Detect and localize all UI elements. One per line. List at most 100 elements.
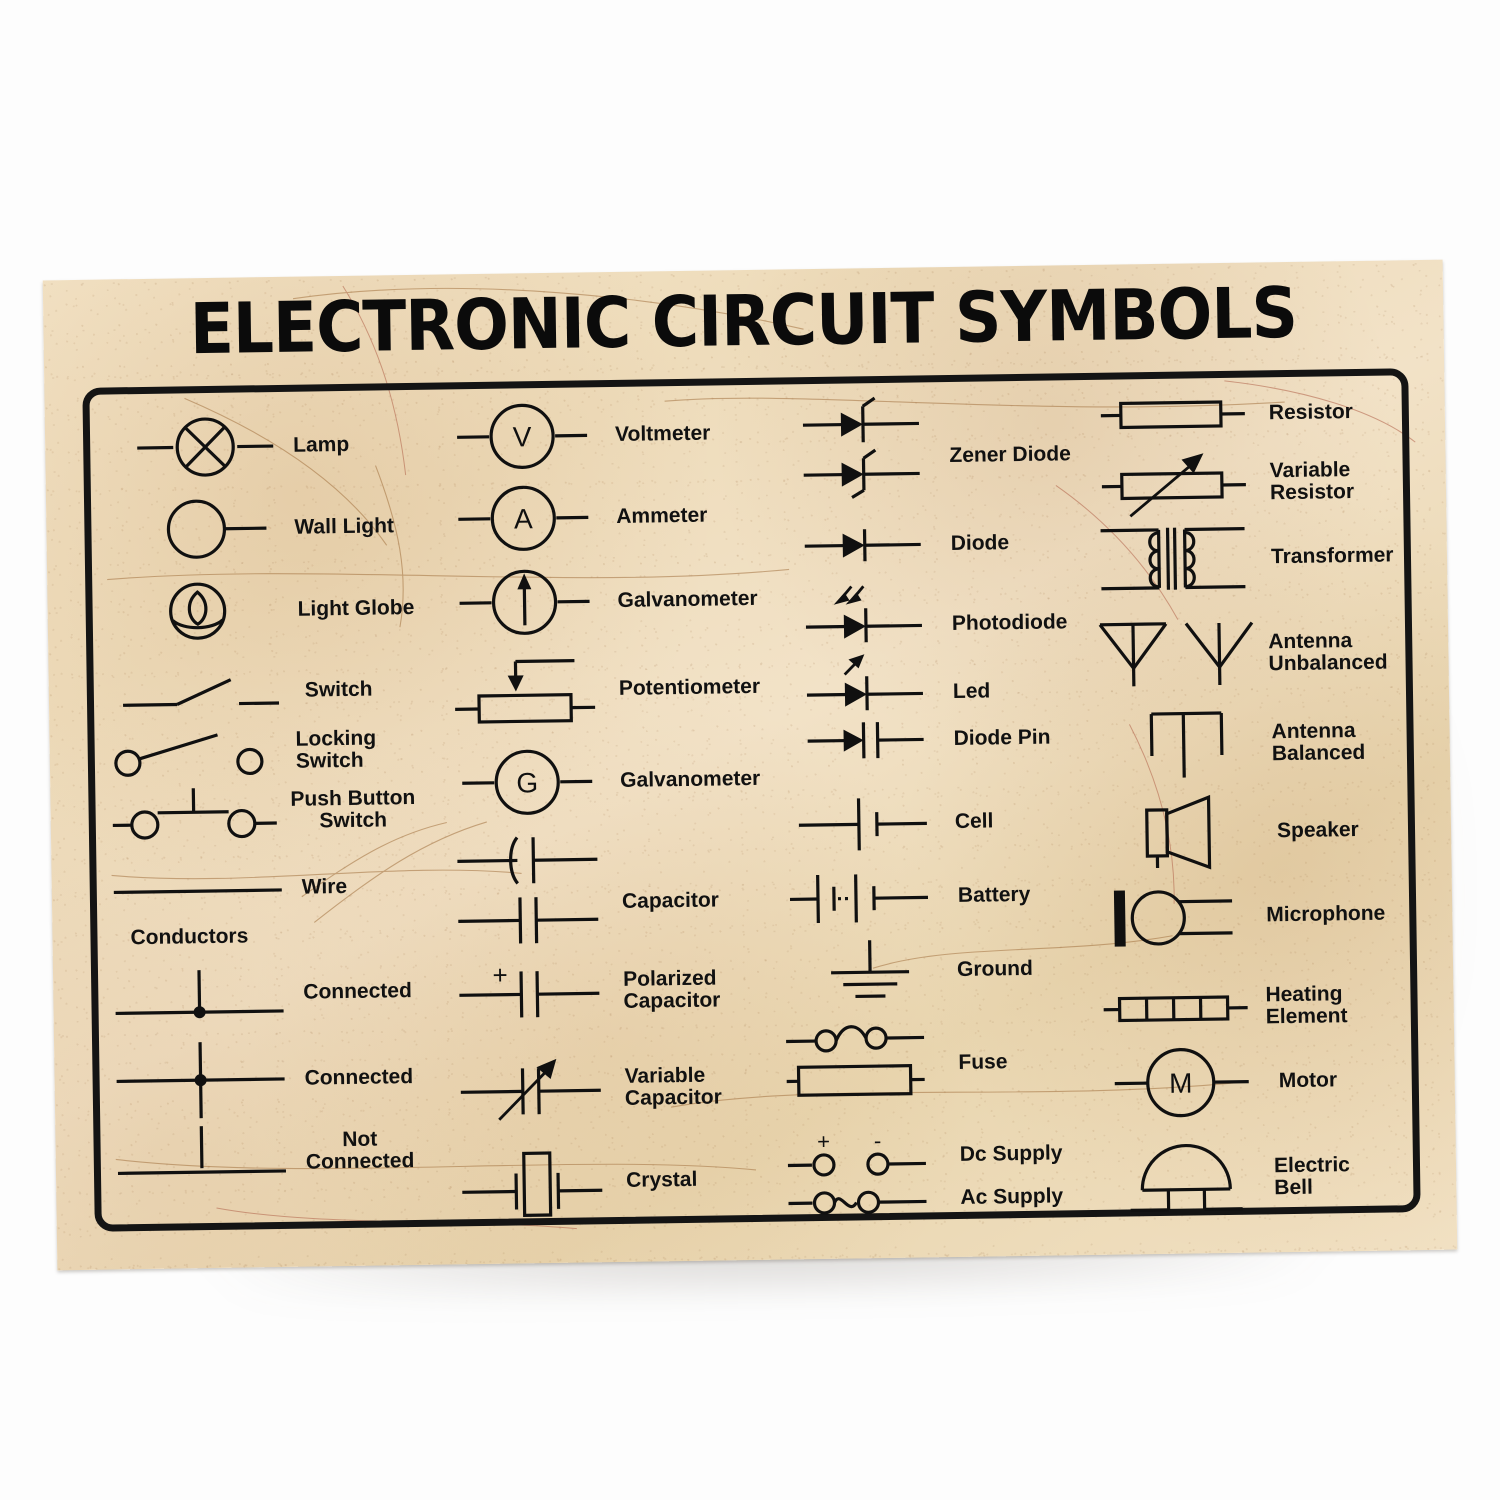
symbol-label: Ground [956,956,1034,981]
symbol-label: Push Button Switch [290,785,416,833]
symbol-label: Microphone [1266,901,1386,927]
symbol-label: Variable Resistor [1269,457,1355,505]
symbol-entry-cell: Cell [796,792,994,853]
svg-text:+: + [817,1129,830,1154]
voltmeter-icon: V [455,402,590,470]
symbol-label: Voltmeter [614,421,711,446]
symbol-label: Zener Diode [949,441,1071,467]
symbol-label: Motor [1278,1068,1338,1092]
svg-text:+: + [492,960,508,990]
symbol-label: Ammeter [616,503,708,528]
symbol-label: Photodiode [951,610,1068,635]
diode-pin-icon [805,717,926,763]
symbol-entry-antenna-balanced: Antenna Balanced [1125,705,1365,783]
symbol-label: Heating Element [1265,982,1348,1029]
photodiode-icon [803,583,924,647]
variable-capacitor-icon [458,1052,603,1126]
symbol-entry-capacitor-flat: Capacitor [456,888,720,948]
symbol-entry-motor: M Motor [1112,1045,1337,1118]
symbol-label: Battery [957,882,1031,907]
symbol-label: Antenna Balanced [1271,718,1366,766]
symbol-label: Connected [304,1064,414,1090]
symbol-entry-not-connected: Not Connected [115,1119,415,1186]
symbol-entry-voltmeter: V Voltmeter [455,401,711,471]
lamp-icon [135,415,276,479]
column-lamps-switches-conductors: Lamp Wall Light [104,383,446,1232]
microphone-icon [1110,885,1241,949]
symbol-entry-microphone: Microphone [1110,883,1386,949]
connected-cross-icon [114,1039,287,1122]
symbol-entry-connected-tee: Connected [113,961,412,1025]
potentiometer-icon [452,652,597,728]
fuse-box-icon [784,1055,927,1103]
symbol-entry-variable-capacitor: Variable Capacitor [458,1050,722,1126]
light-globe-icon [145,579,266,643]
symbol-label: Ac Supply [960,1184,1064,1209]
symbol-label: Wall Light [294,514,395,539]
circuit-symbols-poster: ELECTRONIC CIRCUIT SYMBOLS Lamp [42,259,1458,1271]
symbol-entry-push-button-switch: Push Button Switch [110,781,416,842]
column-passive-transducers: Resistor Variable Resistor [1084,368,1426,1217]
symbol-entry-electric-bell: Electric Bell [1128,1139,1351,1216]
crystal-icon [460,1146,605,1218]
variable-resistor-icon [1099,447,1248,521]
symbol-entry-locking-switch: Locking Switch [109,725,440,778]
symbol-label: Not Connected [305,1127,415,1174]
symbol-entry-light-globe: Light Globe [145,577,415,643]
connected-tee-icon [113,963,286,1026]
ac-supply-icon [786,1181,928,1217]
speaker-icon [1137,794,1246,871]
antenna-unbalanced-icon [1094,619,1254,691]
symbol-entry-lamp: Lamp [135,414,350,479]
symbol-label: Crystal [625,1167,698,1192]
column-diodes-supplies: Zener Diode Diode [774,373,1106,1222]
symbol-entry-connected-cross: Connected [114,1037,414,1121]
symbol-entry-transformer: Transformer [1096,520,1394,594]
svg-text:-: - [874,1128,882,1153]
symbol-label: Fuse [958,1049,1008,1074]
ammeter-icon: A [456,484,591,552]
symbol-label: Galvanometer [617,586,758,612]
resistor-icon [1099,393,1248,437]
wire-icon [112,878,284,901]
symbol-label: Potentiometer [618,674,761,700]
symbol-label: Capacitor [621,888,720,913]
symbol-label: Switch [304,677,373,702]
motor-icon: M [1112,1047,1253,1119]
cell-icon [796,793,929,853]
symbol-label: Polarized Capacitor [622,966,721,1013]
svg-text:M: M [1169,1067,1193,1098]
symbol-entry-battery: Battery [788,864,1031,930]
symbol-label: Antenna Unbalanced [1268,628,1388,676]
galvanometer-arrow-icon [457,566,592,638]
svg-text:A: A [514,503,533,534]
led-icon [804,651,925,715]
symbol-label: Wire [301,874,348,899]
locking-switch-icon [109,727,278,777]
symbol-entry-antenna-unbalanced: Antenna Unbalanced [1094,617,1388,691]
switch-icon [121,671,282,713]
dc-supply-icon: + - [785,1127,928,1177]
svg-text:V: V [513,421,532,452]
symbol-entry-resistor: Resistor [1099,391,1354,437]
symbol-entry-dc-supply: + - Dc Supply [785,1125,1063,1177]
push-button-switch-icon [110,783,279,841]
symbol-entry-led: Led [804,650,990,715]
conductors-heading-label: Conductors [130,924,249,950]
not-connected-icon [115,1121,288,1186]
ground-icon [809,937,932,1005]
symbol-label: Resistor [1268,399,1354,425]
svg-text:G: G [516,767,538,798]
symbol-label: Transformer [1270,543,1394,569]
symbol-label: Connected [303,978,412,1004]
symbol-entry-fuse-wire [784,1015,927,1053]
symbol-entry-diode: Diode [802,522,1009,567]
symbol-entry-variable-resistor: Variable Resistor [1099,445,1354,521]
symbol-label: Diode Pin [953,725,1051,750]
symbol-entry-conductors-heading: Conductors [130,924,249,950]
symbol-entry-switch: Switch [121,670,373,714]
symbol-label: Cell [954,809,994,833]
wall-light-icon [136,497,277,561]
heating-element-icon [1101,989,1250,1027]
